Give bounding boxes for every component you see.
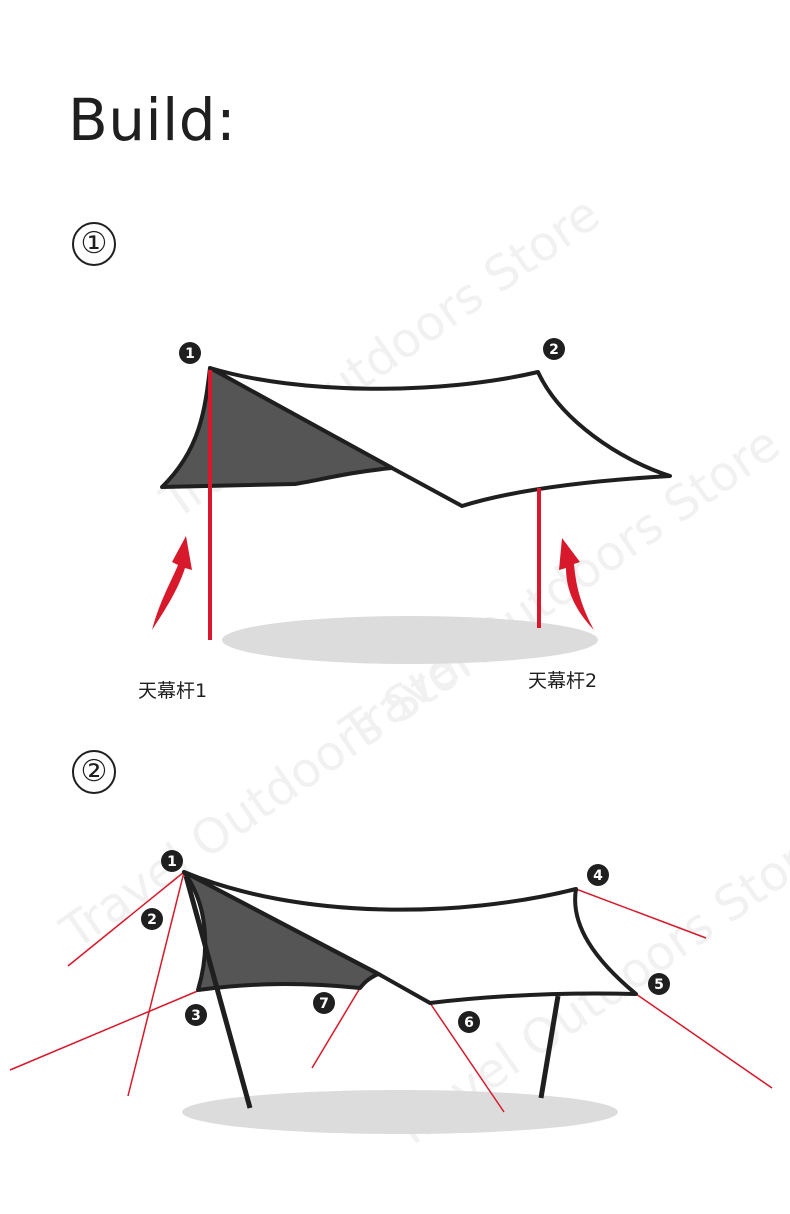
svg-text:7: 7 [319, 996, 329, 1012]
marker-6-icon: 6 [458, 1011, 480, 1033]
marker-3-icon: 3 [185, 1004, 207, 1026]
step-2-number: ② [72, 750, 116, 794]
marker-2-icon: 2 [141, 908, 163, 930]
lift-arrow-icon [152, 536, 192, 630]
pole-2-label: 天幕杆2 [528, 670, 598, 692]
svg-text:2: 2 [147, 912, 157, 928]
marker-7-icon: 7 [313, 992, 335, 1014]
svg-text:1: 1 [167, 854, 177, 870]
tarp-canopy [208, 366, 672, 508]
marker-5-icon: 5 [648, 973, 670, 995]
marker-4-icon: 4 [587, 864, 609, 886]
marker-1-icon: 1 [161, 850, 183, 872]
svg-text:3: 3 [191, 1008, 201, 1024]
marker-2-icon: 2 [543, 338, 565, 360]
pole-1 [183, 875, 253, 1109]
ground-shadow [182, 1090, 618, 1134]
svg-text:1: 1 [185, 346, 195, 362]
ground-shadow [222, 616, 598, 664]
guy-lines [9, 871, 773, 1113]
svg-text:5: 5 [654, 977, 664, 993]
pole-1-label: 天幕杆1 [138, 680, 208, 702]
svg-text:4: 4 [593, 868, 603, 884]
tarp-flap [182, 870, 380, 992]
marker-1-icon: 1 [179, 342, 201, 364]
pole-2 [538, 995, 561, 1099]
page-title: Build: [68, 86, 237, 154]
lift-arrow-icon [559, 538, 594, 630]
step-1-number: ① [72, 222, 116, 266]
tarp-canopy [182, 870, 638, 1005]
tarp-flap [160, 366, 394, 489]
svg-text:2: 2 [549, 342, 559, 358]
svg-text:6: 6 [464, 1015, 474, 1031]
